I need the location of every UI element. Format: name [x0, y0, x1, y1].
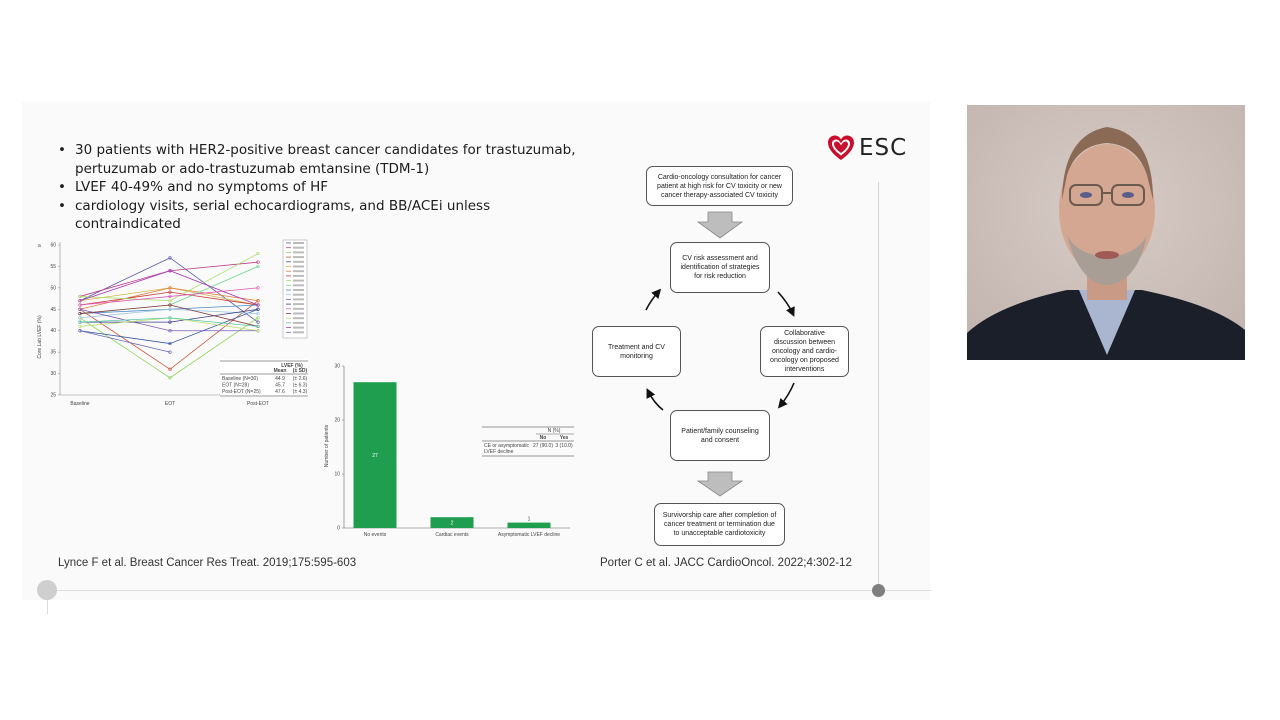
svg-text:10: 10: [334, 472, 340, 478]
svg-text:Mean: Mean: [274, 368, 287, 374]
y-axis-ticks: 0 10 20 30: [334, 364, 344, 532]
y-axis-label: Number of patients: [324, 424, 330, 467]
reference-left: Lynce F et al. Breast Cancer Res Treat. …: [58, 557, 357, 569]
svg-text:50: 50: [50, 285, 56, 291]
y-axis-ticks: 25 30 35 40 45 50 55 60: [50, 243, 60, 399]
line-series: [79, 270, 259, 306]
svg-text:45.7: 45.7: [275, 383, 285, 389]
bullet-item: cardiology visits, serial echocardiogram…: [58, 197, 578, 234]
bullet-item: 30 patients with HER2-positive breast ca…: [58, 141, 578, 178]
line-series: [79, 308, 258, 332]
svg-text:Baseline (N=30): Baseline (N=30): [222, 376, 258, 382]
svg-text:40: 40: [50, 328, 56, 334]
svg-text:(± 4.3): (± 4.3): [293, 389, 308, 395]
svg-text:Yes: Yes: [560, 435, 569, 441]
lvef-summary-table: LVEF (%)Mean (± SD) Baseline (N=30) 44.9 (± …: [220, 359, 308, 397]
heart-icon: [828, 135, 854, 160]
line-series: [79, 253, 259, 302]
svg-text:Post-EOT: Post-EOT: [247, 401, 269, 407]
esc-logo: ESC: [827, 134, 907, 162]
presenter-video: [967, 105, 1245, 360]
decorative-dot: [37, 580, 57, 600]
svg-text:(± 2.6): (± 2.6): [293, 376, 308, 382]
decorative-dot: [872, 584, 885, 597]
svg-text:Asymptomatic LVEF decline: Asymptomatic LVEF decline: [498, 532, 560, 538]
svg-text:No events: No events: [364, 532, 387, 538]
down-arrow-icon: [696, 471, 744, 497]
svg-text:(± SD): (± SD): [293, 368, 308, 374]
svg-text:LVEF (%): LVEF (%): [281, 363, 303, 369]
arrow-icon: [645, 288, 662, 311]
svg-text:30: 30: [334, 364, 340, 370]
line-series: [79, 330, 171, 353]
legend: [282, 239, 308, 339]
arrow-icon: [777, 291, 795, 317]
svg-text:CE or asymptomatic: CE or asymptomatic: [484, 443, 530, 449]
svg-text:No: No: [540, 435, 547, 441]
flow-box-consultation: Cardio-oncology consultation for cancer …: [646, 166, 793, 206]
svg-text:(± 6.3): (± 6.3): [293, 383, 308, 389]
svg-text:Post-EOT (N=25): Post-EOT (N=25): [222, 389, 261, 395]
reference-right: Porter C et al. JACC CardioOncol. 2022;4…: [600, 557, 852, 569]
svg-text:27: 27: [372, 453, 378, 459]
line-series-group: [78, 251, 260, 380]
bar: [430, 517, 474, 528]
svg-text:47.6: 47.6: [275, 389, 285, 395]
line-series: [79, 308, 259, 319]
line-series: [80, 308, 259, 323]
bullet-list: 30 patients with HER2-positive breast ca…: [58, 141, 578, 234]
line-series: [79, 317, 259, 327]
svg-text:Cardiac events: Cardiac events: [435, 532, 469, 538]
svg-text:27 (90.0): 27 (90.0): [533, 443, 553, 449]
svg-text:Baseline: Baseline: [70, 401, 89, 407]
decorative-line: [47, 590, 931, 591]
lvef-line-chart: a Core Lab LVEF (%) 25 30 35 40 45 50 55 60 Bas…: [37, 239, 308, 407]
svg-text:2: 2: [451, 521, 454, 527]
svg-text:30: 30: [50, 371, 56, 377]
svg-text:60: 60: [50, 243, 56, 249]
decorative-line: [878, 182, 879, 590]
svg-text:44.9: 44.9: [275, 376, 285, 382]
cycle-arrows: [645, 288, 795, 411]
svg-text:45: 45: [50, 307, 56, 313]
logo-text: ESC: [859, 135, 908, 161]
bar: [353, 382, 397, 528]
panel-label: a: [38, 243, 41, 249]
line-series: [79, 287, 259, 306]
svg-text:N (%): N (%): [548, 428, 561, 434]
arrow-icon: [777, 382, 795, 409]
line-series: [79, 308, 259, 344]
flow-box-survivorship: Survivorship care after completion of ca…: [654, 503, 785, 546]
svg-text:25: 25: [50, 393, 56, 399]
y-axis-label: Core Lab LVEF (%): [37, 315, 43, 359]
down-arrow-icon: [696, 211, 744, 239]
presenter-image: [967, 105, 1245, 360]
flow-box-risk-assessment: CV risk assessment and identification of…: [670, 242, 770, 293]
svg-text:EOT: EOT: [165, 401, 175, 407]
flow-box-treatment-monitoring: Treatment and CV monitoring: [592, 326, 681, 377]
flow-box-counseling: Patient/family counseling and consent: [670, 410, 770, 461]
flow-box-collaborative-discussion: Collaborative discussion between oncolog…: [760, 326, 849, 377]
svg-text:35: 35: [50, 350, 56, 356]
line-series: [79, 291, 259, 306]
svg-text:55: 55: [50, 264, 56, 270]
arrow-icon: [646, 388, 664, 411]
bullet-item: LVEF 40-49% and no symptoms of HF: [58, 178, 578, 197]
svg-text:1: 1: [528, 517, 531, 523]
x-axis-ticks: Baseline EOT Post-EOT: [70, 401, 269, 407]
svg-text:0: 0: [337, 526, 340, 532]
svg-text:3 (10.0): 3 (10.0): [555, 443, 573, 449]
line-series: [79, 304, 259, 327]
svg-text:LVEF decline: LVEF decline: [484, 449, 514, 455]
bar: [507, 522, 551, 528]
svg-text:EOT (N=28): EOT (N=28): [222, 383, 249, 389]
svg-text:20: 20: [334, 418, 340, 424]
decorative-line: [47, 590, 48, 614]
